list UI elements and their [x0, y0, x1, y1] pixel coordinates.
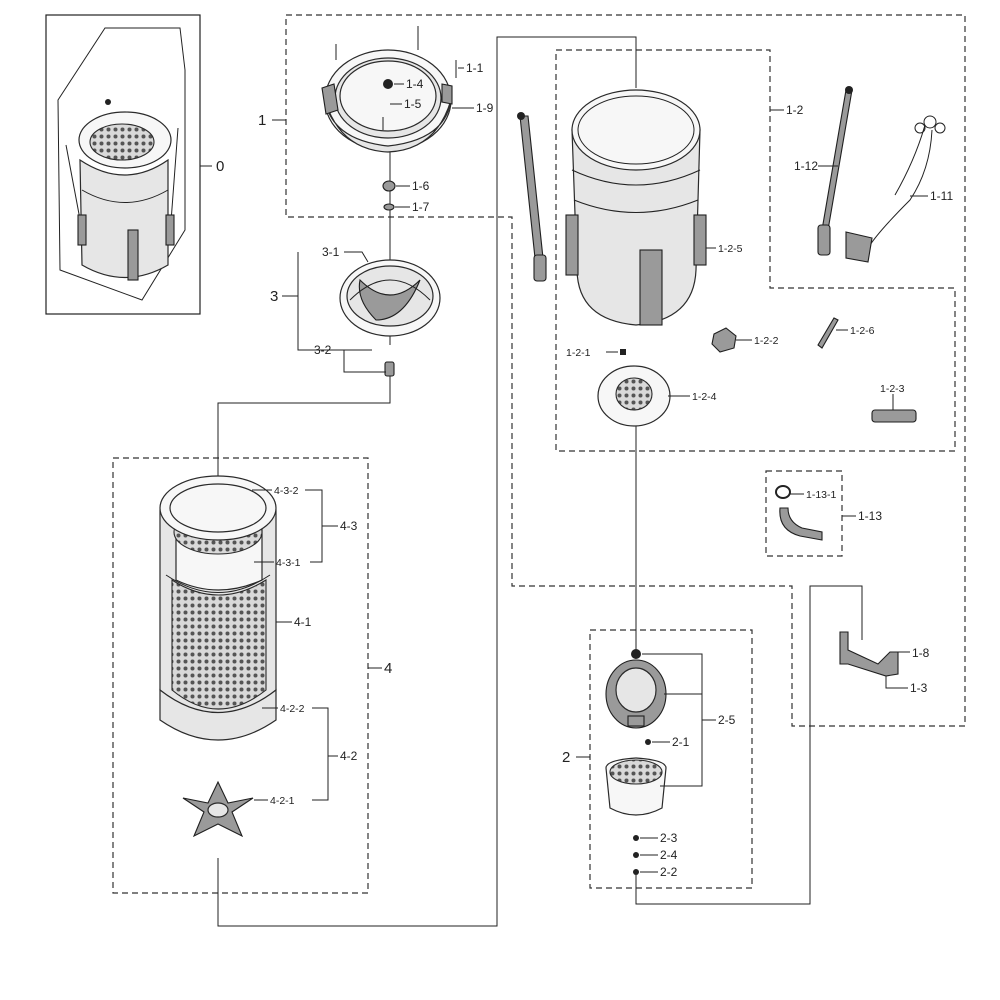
label-1-7: 1-7	[412, 200, 430, 214]
label-1-2-6: 1-2-6	[850, 325, 875, 337]
label-1-1: 1-1	[466, 61, 484, 75]
label-1-2-5: 1-2-5	[718, 243, 743, 255]
label-1-6: 1-6	[412, 179, 430, 193]
label-1-12: 1-12	[794, 159, 818, 173]
label-4-3: 4-3	[340, 519, 358, 533]
label-2-2: 2-2	[660, 865, 678, 879]
label-1-2-1: 1-2-1	[566, 347, 591, 359]
label-1-2: 1-2	[786, 103, 804, 117]
group-3-pulsator: 3 3-1 3-2	[270, 245, 441, 377]
label-1-8: 1-8	[912, 646, 930, 660]
group-1-lid-ring: 1 1-1 1-4 1-5 1-9 1-6 1-7	[258, 26, 494, 214]
label-1-9: 1-9	[476, 101, 494, 115]
label-3-2: 3-2	[314, 343, 332, 357]
connector-lines	[217, 36, 863, 927]
label-3-1: 3-1	[322, 245, 340, 259]
label-1-4: 1-4	[406, 77, 424, 91]
label-1-2-4: 1-2-4	[692, 391, 717, 403]
label-1-2-2: 1-2-2	[754, 335, 779, 347]
label-2-5: 2-5	[718, 713, 736, 727]
label-4-2-2: 4-2-2	[280, 703, 305, 715]
label-3: 3	[270, 288, 278, 305]
label-2-1: 2-1	[672, 735, 690, 749]
group-1-8-bracket: 1-8 1-3	[839, 631, 930, 695]
group-boundaries	[112, 14, 966, 894]
label-2: 2	[562, 749, 570, 766]
label-1-3: 1-3	[910, 681, 928, 695]
label-0: 0	[216, 158, 224, 175]
label-1-2-3: 1-2-3	[880, 383, 905, 395]
label-1-13: 1-13	[858, 509, 882, 523]
label-1-5: 1-5	[404, 97, 422, 111]
label-4-2: 4-2	[340, 749, 358, 763]
label-4-2-1: 4-2-1	[270, 795, 295, 807]
group-2-clutch: 2-5 2-1 2-3 2-4 2-2 2	[562, 649, 736, 879]
label-1-13-1: 1-13-1	[806, 489, 837, 501]
label-4-3-1: 4-3-1	[276, 557, 301, 569]
label-2-3: 2-3	[660, 831, 678, 845]
label-4-3-2: 4-3-2	[274, 485, 299, 497]
label-2-4: 2-4	[660, 848, 678, 862]
group-1-2-outer-tub: 1-2 1-2-5 1-12 1-11 1-2-2 1-2-6 1-2-3 1-…	[517, 86, 953, 427]
label-1: 1	[258, 112, 266, 129]
label-1-11: 1-11	[930, 189, 953, 203]
group-4-inner-basket: 4 4-3-2 4-3 4-3-1 4-1 4-2-2 4-2 4-2-1	[159, 475, 392, 838]
label-4: 4	[384, 660, 392, 677]
label-4-1: 4-1	[294, 615, 312, 629]
group-0-assembled-washer: 0	[45, 14, 224, 315]
group-1-13-drain-hose: 1-13-1 1-13	[775, 485, 882, 541]
